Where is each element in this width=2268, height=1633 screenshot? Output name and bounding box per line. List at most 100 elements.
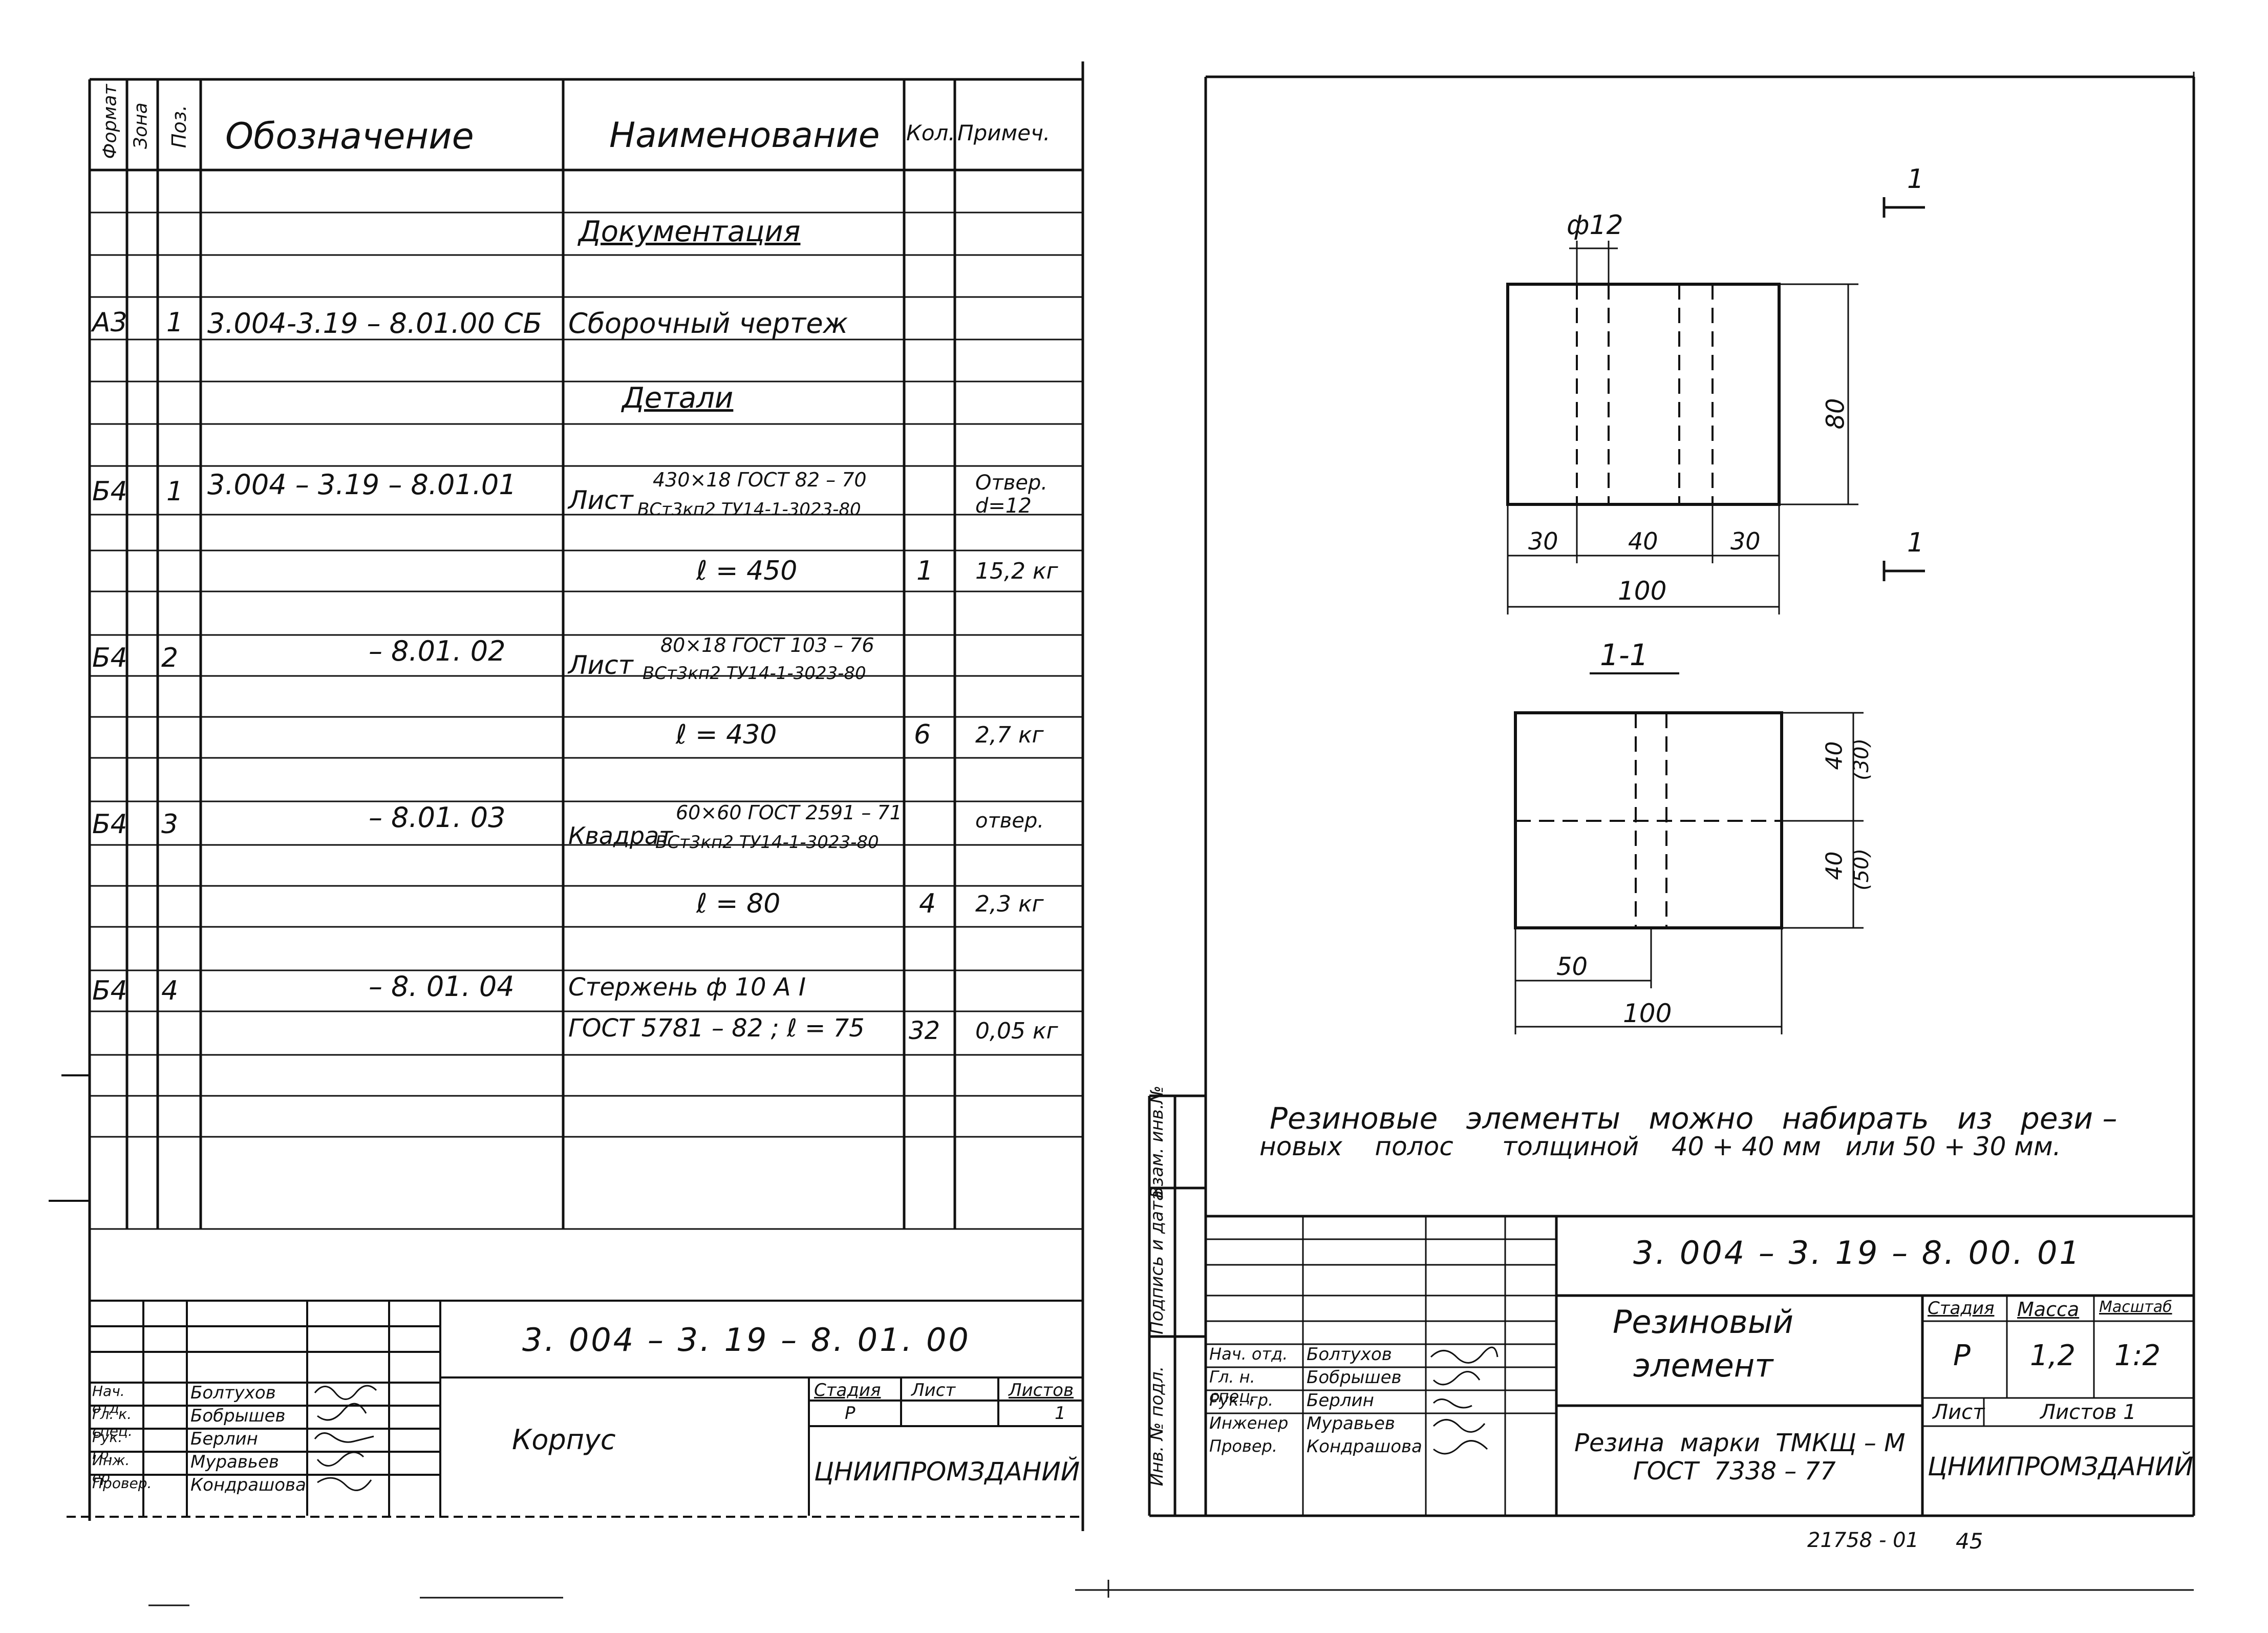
right-role-4: Инженер	[1209, 1413, 1289, 1433]
left-role-1: Нач. отд.	[92, 1383, 125, 1416]
top-dim-right: 30	[1730, 527, 1761, 555]
rubber-element-section-view	[1514, 711, 1864, 1034]
hole-dia-dim: ф12	[1567, 210, 1623, 241]
bottom-dim-small: 50	[1556, 952, 1588, 981]
left-stamp-code: 3. 004 – 3. 19 – 8. 01. 00	[522, 1321, 971, 1359]
d2-name-prefix: Лист	[568, 650, 633, 680]
left-role-2: Гл. к. спец.	[92, 1406, 133, 1439]
left-role-5: Провер.	[92, 1475, 152, 1492]
left-table-row-lines	[90, 211, 1083, 1230]
d2-pos: 2	[161, 643, 179, 673]
header-pos: Поз.	[168, 104, 190, 149]
d2-qty: 6	[914, 719, 931, 750]
left-stamp-sheets-label: Листов	[1009, 1380, 1074, 1401]
left-stamp-sheets: 1	[1055, 1403, 1066, 1424]
d3-mass: 2,3 кг	[975, 891, 1044, 917]
d3-format: Б4	[92, 809, 127, 840]
right-stamp-scale-label: Масштаб	[2099, 1298, 2172, 1316]
right-stamp-stage-label: Стадия	[1928, 1298, 1995, 1319]
d1-qty: 1	[916, 556, 934, 586]
right-name-3: Берлин	[1307, 1390, 1374, 1411]
top-dim-mid: 40	[1628, 527, 1658, 555]
d4-mass: 0,05 кг	[975, 1018, 1058, 1044]
right-stamp-title-2: элемент	[1633, 1347, 1773, 1384]
top-dim-left: 30	[1528, 527, 1558, 555]
right-name-5: Кондрашова	[1307, 1436, 1422, 1457]
left-name-4: Муравьев	[190, 1452, 279, 1472]
d4-designation: – 8. 01. 04	[369, 970, 515, 1003]
d1-name-prefix: Лист	[568, 485, 633, 515]
doc-pos: 1	[166, 307, 184, 338]
right-title-block-lines	[1206, 1216, 2194, 1516]
right-stamp-roles: Нач. отд. Гл. н. спец. Рук. гр. Инженер …	[1209, 1344, 1301, 1459]
section-dim-2: (30)	[1850, 738, 1874, 781]
d3-name-prefix: Квадрат	[568, 822, 673, 850]
section-details: Детали	[622, 381, 734, 415]
d4-pos: 4	[161, 975, 179, 1006]
header-name: Наименование	[609, 115, 880, 156]
top-width-dim: 100	[1618, 576, 1667, 606]
left-stamp-stage: Р	[845, 1403, 855, 1424]
left-name-1: Болтухов	[190, 1383, 276, 1403]
header-format: Формат	[99, 84, 121, 159]
right-role-3: Рук. гр.	[1209, 1390, 1274, 1410]
d2-name-bottom: ВСт3кп2 ТУ14-1-3023-80	[643, 663, 866, 684]
left-margin-ticks	[49, 1074, 90, 1202]
d1-note-bottom: d=12	[975, 494, 1032, 518]
side-label-3: Инв. № подл.	[1147, 1366, 1167, 1487]
archive-number: 21758 - 01	[1807, 1529, 1919, 1552]
d2-format: Б4	[92, 643, 127, 673]
header-note: Примеч.	[957, 120, 1051, 145]
right-stamp-code: 3. 004 – 3. 19 – 8. 00. 01	[1633, 1234, 2082, 1271]
left-name-3: Берлин	[190, 1429, 258, 1449]
d4-format: Б4	[92, 975, 127, 1006]
section-documentation: Документация	[579, 215, 801, 248]
left-stamp-sheet-label: Лист	[911, 1380, 956, 1401]
left-role-4: Инж. ер	[92, 1452, 130, 1486]
d1-name-bottom: ВСт3кп2 ТУ14-1-3023-80	[637, 499, 861, 520]
right-stamp-names: Болтухов Бобрышев Берлин Муравьев Кондра…	[1307, 1344, 1424, 1459]
section-mark-top: 1	[1907, 164, 1924, 195]
section-dim-3: 40	[1821, 851, 1848, 880]
right-drawing-sheet	[1148, 75, 2195, 1517]
left-stamp-roles: Нач. отд. Гл. к. спец. Рук. гр. Инж. ер …	[92, 1383, 152, 1498]
header-zone: Зона	[130, 102, 152, 149]
bottom-width-dim: 100	[1623, 999, 1672, 1028]
right-role-1: Нач. отд.	[1209, 1344, 1288, 1364]
d1-designation: 3.004 – 3.19 – 8.01.01	[207, 469, 517, 501]
right-name-2: Бобрышев	[1307, 1367, 1402, 1388]
left-stamp-stage-label: Стадия	[814, 1380, 881, 1401]
drawing-note-line-1: Резиновые элементы можно набирать из рез…	[1270, 1101, 2117, 1136]
right-role-2: Гл. н. спец.	[1209, 1367, 1256, 1406]
bottom-edge-marks	[148, 72, 2195, 1606]
section-dim-1: 40	[1821, 741, 1848, 770]
left-title-block-lines	[67, 1300, 1083, 1518]
doc-name: Сборочный чертеж	[568, 307, 848, 340]
left-stamp-title: Корпус	[512, 1424, 616, 1456]
right-stamp-org: ЦНИИПРОМЗДАНИЙ	[1928, 1452, 2194, 1481]
left-specification-sheet	[88, 61, 1084, 1531]
section-dim-4: (50)	[1850, 848, 1874, 891]
d2-name-top: 80×18 ГОСТ 103 – 76	[660, 634, 874, 656]
page-number: 45	[1956, 1529, 1983, 1554]
section-title: 1-1	[1600, 638, 1649, 672]
d1-mass: 15,2 кг	[975, 558, 1058, 584]
left-stamp-org: ЦНИИПРОМЗДАНИЙ	[814, 1457, 1080, 1487]
rubber-element-top-view	[1506, 197, 1925, 674]
side-label-2: Подпись и дата	[1147, 1190, 1167, 1334]
d2-length: ℓ = 430	[676, 719, 777, 750]
left-name-5: Кондрашова	[190, 1475, 306, 1495]
right-stamp-title-1: Резиновый	[1613, 1303, 1794, 1341]
d1-note-top: Отвер.	[975, 471, 1048, 495]
d1-pos: 1	[166, 476, 184, 507]
d3-qty: 4	[919, 888, 936, 919]
d2-designation: – 8.01. 02	[369, 635, 506, 667]
header-designation: Обозначение	[225, 115, 474, 157]
header-qty: Кол.	[906, 120, 955, 145]
right-stamp-material-1: Резина марки ТМКЩ – М	[1574, 1429, 1906, 1457]
left-stamp-names: Болтухов Бобрышев Берлин Муравьев Кондра…	[190, 1383, 306, 1498]
right-name-4: Муравьев	[1307, 1413, 1395, 1434]
d4-qty: 32	[909, 1016, 940, 1045]
d3-name-bottom: ВСт3кп2 ТУ14-1-3023-80	[655, 832, 879, 853]
